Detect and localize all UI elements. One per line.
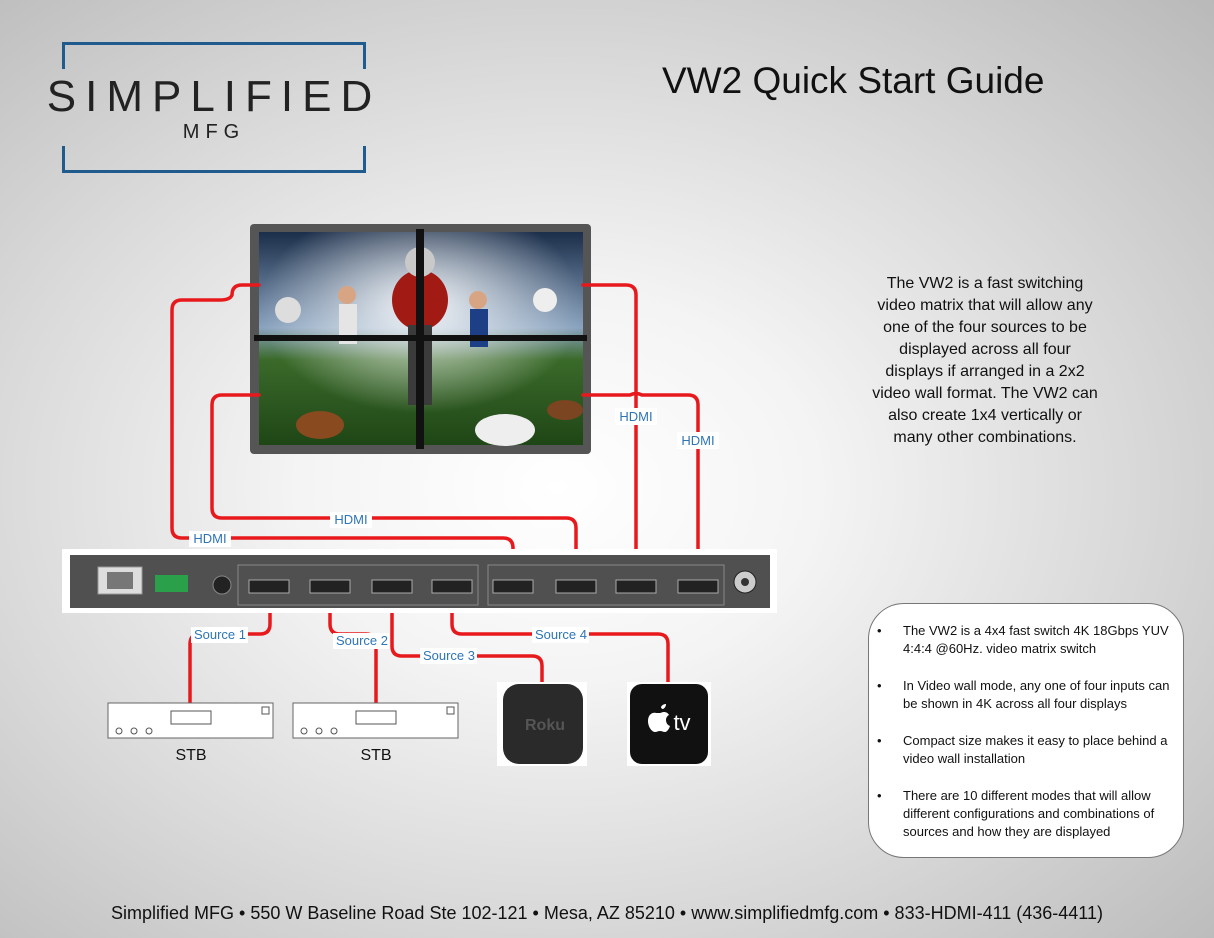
feature-text: There are 10 different modes that will a…	[903, 788, 1155, 839]
stb-label-2: STB	[360, 747, 391, 764]
video-wall-divider-horizontal	[254, 335, 587, 341]
stb-device-2	[292, 702, 459, 739]
apple-tv-device: tv	[627, 682, 711, 766]
feature-item: • In Video wall mode, any one of four inp…	[877, 677, 1173, 713]
roku-device: Roku	[497, 682, 587, 766]
stb-device-1	[107, 702, 274, 739]
features-panel: • The VW2 is a 4x4 fast switch 4K 18Gbps …	[868, 603, 1184, 858]
hdmi-label-output-3: HDMI	[619, 409, 652, 424]
source-4-label: Source 4	[535, 627, 587, 642]
intro-description: The VW2 is a fast switching video matrix…	[872, 275, 1098, 446]
source-1-label: Source 1	[194, 627, 246, 642]
feature-text: The VW2 is a 4x4 fast switch 4K 18Gbps Y…	[903, 623, 1169, 656]
source-3-label: Source 3	[423, 648, 475, 663]
hdmi-output-1-port	[492, 579, 534, 594]
source-2-label: Source 2	[336, 633, 388, 648]
hdmi-label-output-1: HDMI	[193, 531, 226, 546]
hdmi-output-3-port	[615, 579, 657, 594]
apple-logo-icon	[648, 704, 670, 732]
hdmi-output-4-port	[677, 579, 719, 594]
cable-output-2	[210, 393, 578, 586]
feature-text: In Video wall mode, any one of four inpu…	[903, 678, 1170, 711]
hdmi-input-4-port	[431, 579, 473, 594]
logo-wordmark: SIMPLIFIED	[46, 72, 382, 121]
apple-tv-logo-text: tv	[673, 710, 690, 735]
footer-contact: Simplified MFG • 550 W Baseline Road Ste…	[111, 903, 1103, 923]
vw2-matrix-switch	[62, 549, 777, 613]
bullet: •	[877, 733, 882, 748]
hdmi-input-2-port	[309, 579, 351, 594]
feature-item: • There are 10 different modes that will …	[877, 787, 1173, 841]
cable-labels: HDMI HDMI HDMI HDMI Source 1 Source 2 So…	[189, 408, 719, 664]
roku-logo-text: Roku	[525, 717, 565, 734]
page-title: VW2 Quick Start Guide	[662, 60, 1045, 101]
feature-item: • Compact size makes it easy to place beh…	[877, 732, 1173, 768]
hdmi-label-output-2: HDMI	[334, 512, 367, 527]
hdmi-input-3-port	[371, 579, 413, 594]
logo-bracket-bottom	[62, 146, 366, 173]
rs232-terminal	[155, 575, 188, 592]
cable-output-4	[581, 391, 700, 586]
bullet: •	[877, 788, 882, 803]
logo-subtitle: MFG	[182, 121, 246, 143]
feature-item: • The VW2 is a 4x4 fast switch 4K 18Gbps …	[877, 622, 1173, 658]
bullet: •	[877, 623, 882, 638]
features-list: • The VW2 is a 4x4 fast switch 4K 18Gbps …	[877, 622, 1173, 841]
video-wall	[250, 224, 591, 454]
logo-bracket-top	[62, 42, 366, 69]
hdmi-input-1-port	[248, 579, 290, 594]
cable-output-1	[170, 283, 515, 586]
ir-ext-jack	[212, 575, 232, 595]
hdmi-label-output-4: HDMI	[681, 433, 714, 448]
hdmi-output-2-port	[555, 579, 597, 594]
stb-label-1: STB	[175, 747, 206, 764]
logo: SIMPLIFIED MFG	[44, 42, 384, 173]
cable-output-3	[581, 283, 638, 586]
feature-text: Compact size makes it easy to place behi…	[903, 733, 1168, 766]
bullet: •	[877, 678, 882, 693]
